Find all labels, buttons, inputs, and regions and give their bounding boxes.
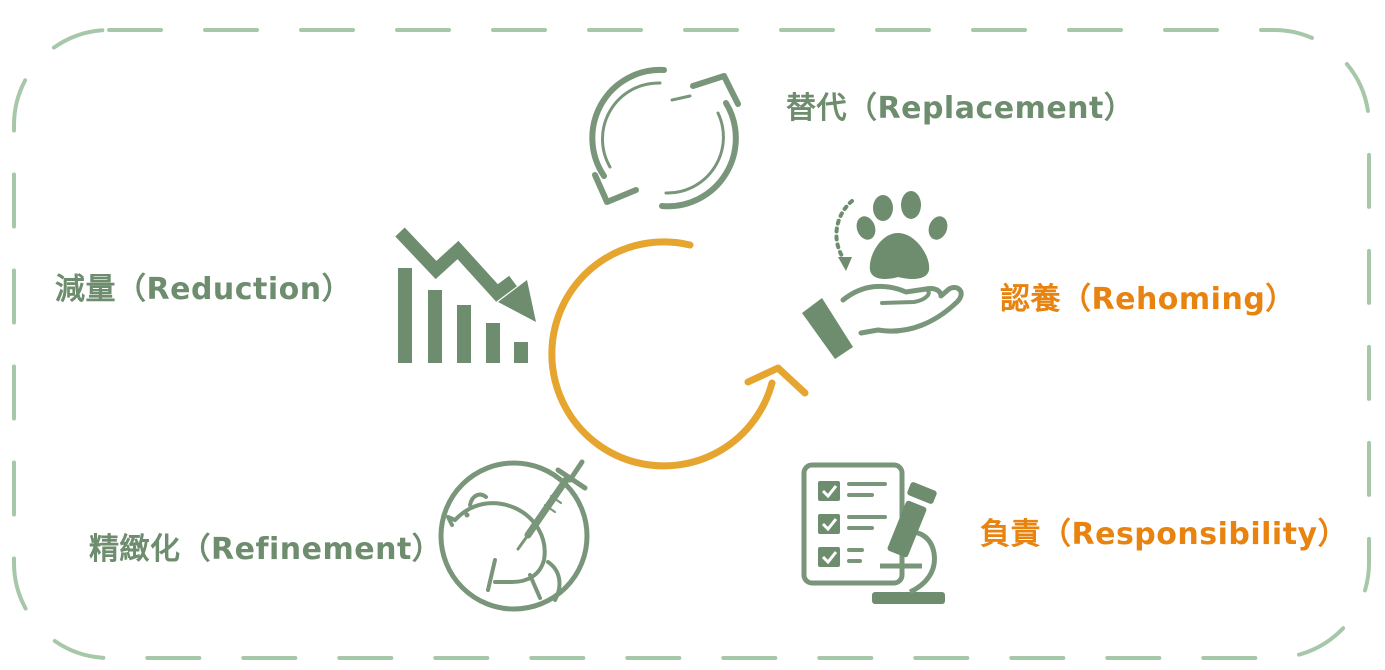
declining-bar-chart-icon <box>395 227 536 363</box>
label-replacement: 替代（Replacement） <box>786 91 1135 126</box>
label-reduction: 減量（Reduction） <box>55 272 353 307</box>
label-refinement: 精緻化（Refinement） <box>89 532 443 567</box>
mouse-syringe-icon <box>438 459 590 612</box>
cycle-arrow-icon <box>548 238 809 470</box>
dashed-frame <box>12 28 1371 660</box>
label-responsibility: 負責（Responsibility） <box>980 517 1349 552</box>
label-rehoming: 認養（Rehoming） <box>1000 282 1296 317</box>
checklist-microscope-icon <box>801 462 945 604</box>
recycle-arrows-icon <box>589 66 741 210</box>
hand-holding-paw-icon <box>802 191 964 359</box>
